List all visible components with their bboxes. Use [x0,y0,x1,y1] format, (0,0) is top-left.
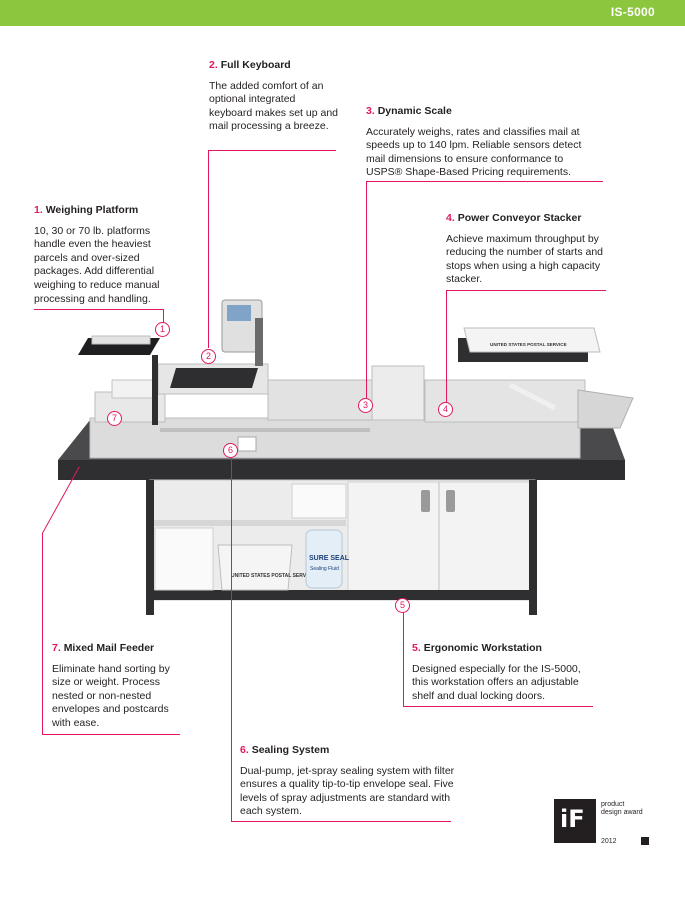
award-line2: design award [601,809,643,816]
door-handle-left [421,490,430,512]
callout-body: Achieve maximum throughput by reducing t… [446,232,604,286]
jug-label: SURE SEAL [309,555,350,562]
badge-2: 2 [201,349,216,364]
callout-body: Eliminate hand sorting by size or weight… [52,662,170,729]
callout-number: 6. [240,744,249,756]
award-line1: product [601,801,625,808]
table-leg-left [146,480,154,615]
weighing-platform [91,335,151,345]
badge-5: 5 [395,598,410,613]
callout-body: The added comfort of an optional integra… [209,79,338,133]
table-edge [58,460,625,480]
stacker-tray [463,327,601,353]
callout-title: Full Keyboard [220,59,291,71]
bottom-rail [150,590,535,600]
callout-number: 7. [52,642,61,654]
callout-title: Ergonomic Workstation [423,642,542,654]
callout-body: Accurately weighs, rates and classifies … [366,125,582,179]
dynamic-scale [371,365,425,421]
callout-title: Sealing System [251,744,330,756]
callout-weighing-platform: 1. Weighing Platform 10, 30 or 70 lb. pl… [34,204,166,306]
output-chute [577,389,634,429]
jug-sublabel: Sealing Fluid [310,566,339,572]
callout-body: Dual-pump, jet-spray sealing system with… [240,764,455,818]
table-leg-right [529,480,537,615]
callout-title: Dynamic Scale [377,105,452,117]
callout-number: 3. [366,105,375,117]
machine-base [89,417,581,459]
callout-ergonomic-workstation: 5. Ergonomic Workstation Designed especi… [412,642,598,703]
tray-label: UNITED STATES POSTAL SERVICE [490,342,567,347]
sealing-module [267,379,373,421]
conveyor-stacker [424,379,586,423]
if-award-logo: iF [554,799,596,843]
callout-full-keyboard: 2. Full Keyboard The added comfort of an… [209,59,341,134]
keyboard [170,368,258,388]
callout-number: 1. [34,204,43,216]
bin-label: UNITED STATES POSTAL SERVICE [231,573,315,579]
paper-box-top [291,483,347,519]
badge-3: 3 [358,398,373,413]
badge-6: 6 [223,443,238,458]
door-handle-right [446,490,455,512]
callout-dynamic-scale: 3. Dynamic Scale Accurately weighs, rate… [366,105,602,180]
callout-body: 10, 30 or 70 lb. platforms handle even t… [34,224,160,305]
callout-number: 2. [209,59,218,71]
callout-mixed-mail-feeder: 7. Mixed Mail Feeder Eliminate hand sort… [52,642,184,731]
badge-7: 7 [107,411,122,426]
adjustable-shelf [152,520,346,526]
callout-number: 4. [446,212,455,224]
callout-power-conveyor-stacker: 4. Power Conveyor Stacker Achieve maximu… [446,212,622,287]
callout-body: Designed especially for the IS-5000, thi… [412,662,581,702]
paper-box [154,527,214,591]
callout-title: Weighing Platform [45,204,139,216]
callout-title: Power Conveyor Stacker [457,212,582,224]
callout-number: 5. [412,642,421,654]
callout-sealing-system: 6. Sealing System Dual-pump, jet-spray s… [240,744,456,819]
mail-bin [217,544,293,591]
sealing-jug [305,529,343,589]
badge-4: 4 [438,402,453,417]
model-name: IS-5000 [610,5,655,19]
header-bar: IS-5000 [0,0,685,26]
badge-1: 1 [155,322,170,337]
callout-title: Mixed Mail Feeder [63,642,155,654]
end-mark [641,837,649,845]
award-text: product design award [601,801,643,817]
award-mark: iF [560,805,585,833]
award-year: 2012 [601,838,617,845]
